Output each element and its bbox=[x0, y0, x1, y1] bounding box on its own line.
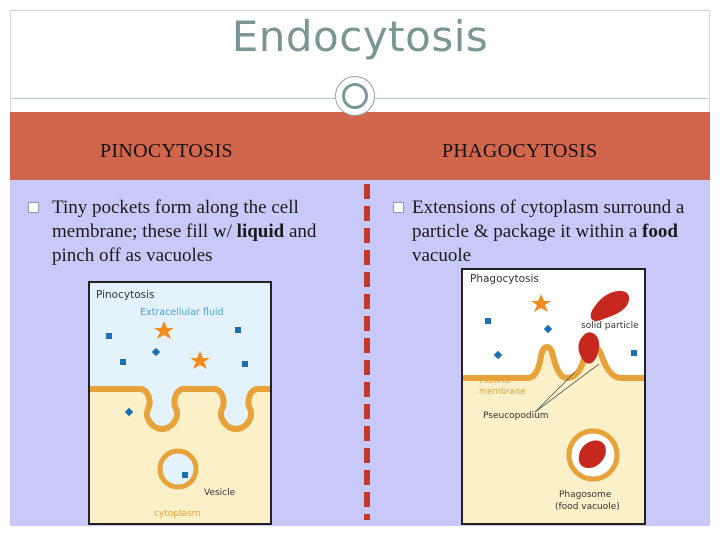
molecule-dot-icon bbox=[120, 359, 126, 365]
figure-title: Phagocytosis bbox=[470, 273, 539, 285]
label-membrane: membrane bbox=[479, 387, 526, 397]
ring-icon bbox=[335, 76, 375, 116]
keyword-liquid: liquid bbox=[236, 221, 285, 242]
star-icon bbox=[190, 351, 210, 369]
label-plasma: Plasma bbox=[479, 376, 510, 386]
molecule-dot-icon bbox=[235, 327, 241, 333]
label-vesicle: Vesicle bbox=[204, 488, 236, 498]
molecule-dot-icon bbox=[124, 407, 134, 417]
keyword-food: food bbox=[642, 221, 678, 242]
molecule-dot-icon bbox=[106, 333, 112, 339]
engulfed-particle bbox=[578, 332, 600, 364]
label-food-vacuole: (food vacuole) bbox=[555, 502, 620, 512]
molecule-dot-icon bbox=[242, 361, 248, 367]
molecule-dot-icon bbox=[493, 350, 503, 360]
label-solid-particle: solid particle bbox=[581, 321, 639, 331]
header-banner bbox=[10, 112, 710, 180]
star-icon bbox=[154, 321, 174, 339]
phagosome-particle bbox=[578, 440, 606, 468]
bullet-phagocytosis: Extensions of cytoplasm surround a parti… bbox=[412, 197, 685, 266]
bullet-square-icon bbox=[393, 202, 404, 213]
cell-membrane bbox=[463, 343, 644, 382]
extracellular-fluid bbox=[90, 283, 270, 429]
cell-membrane bbox=[90, 386, 270, 433]
heading-phagocytosis: PHAGOCYTOSIS bbox=[442, 140, 598, 162]
molecule-dot-icon bbox=[485, 318, 491, 324]
molecule-dot-icon bbox=[631, 350, 637, 356]
bullet-square-icon bbox=[28, 202, 39, 213]
phagocytosis-diagram: Phagocytosis solid particle Plasma membr… bbox=[461, 268, 646, 525]
solid-particle bbox=[590, 290, 630, 322]
pinocytosis-diagram: Pinocytosis Extracellular fluid Vesicle … bbox=[88, 281, 272, 525]
figure-title: Pinocytosis bbox=[96, 289, 154, 301]
molecule-dot-icon bbox=[151, 347, 161, 357]
molecule-dot-icon bbox=[182, 472, 188, 478]
star-icon bbox=[531, 294, 551, 312]
label-cytoplasm: cytoplasm bbox=[154, 509, 201, 519]
label-phagosome: Phagosome bbox=[559, 490, 612, 500]
label-extracellular-fluid: Extracellular fluid bbox=[140, 307, 224, 318]
vesicle bbox=[157, 448, 199, 490]
label-pseudopodium: Pseucopodium bbox=[483, 411, 549, 421]
bullet-pinocytosis: Tiny pockets form along the cell membran… bbox=[52, 197, 317, 266]
heading-pinocytosis: PINOCYTOSIS bbox=[100, 140, 233, 162]
extracellular-space bbox=[463, 270, 644, 378]
title-rule-left bbox=[12, 98, 335, 99]
slide-title: Endocytosis bbox=[231, 12, 489, 61]
column-divider bbox=[364, 184, 370, 520]
title-rule-right bbox=[375, 98, 708, 99]
